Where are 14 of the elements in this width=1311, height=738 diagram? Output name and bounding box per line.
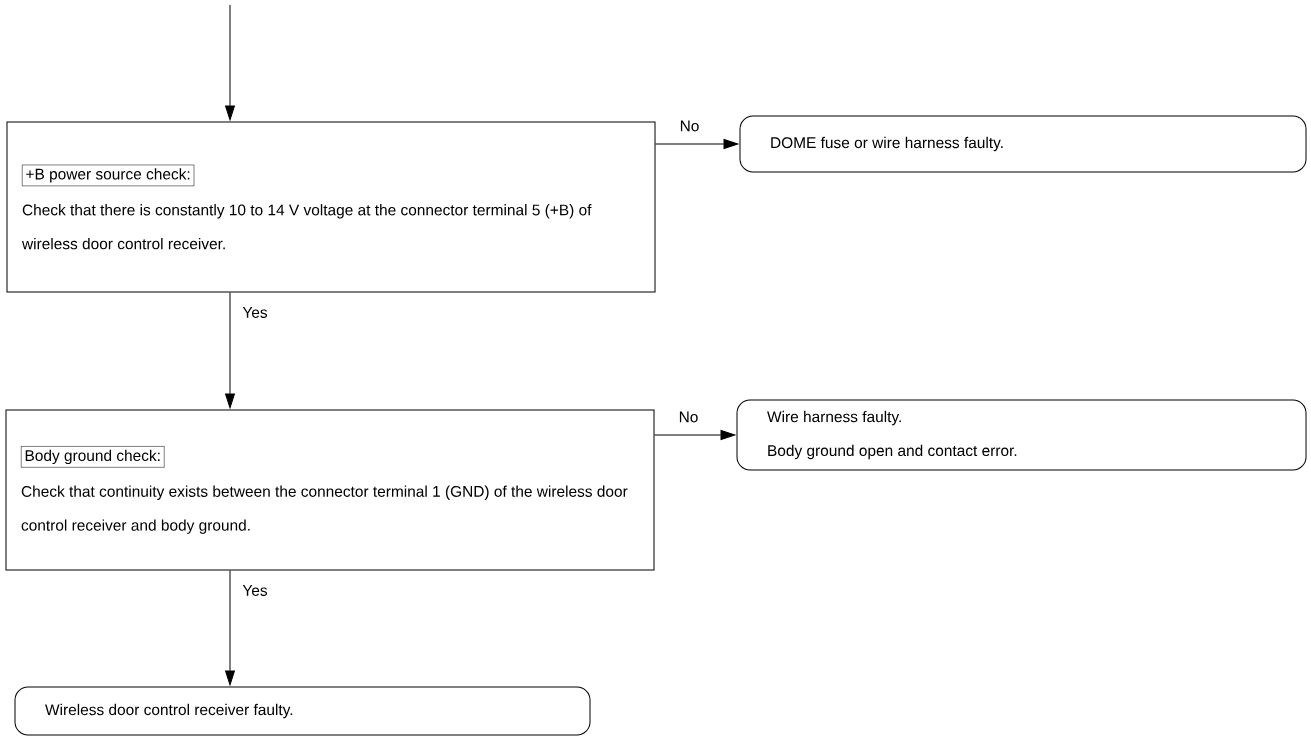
edge-label: Yes [241,584,269,597]
check-box: +B power source check: Check that there is constantly 10 to 14 V voltage at the connector terminal 5 (+B) of wireless door control receiver. [6,121,656,293]
arrow [225,292,235,409]
edge-label: No [678,119,701,133]
result-box: Wire harness faulty. Body ground open and contact error. [736,399,1307,471]
arrow [655,139,739,149]
edge-label: No [677,410,700,424]
result-box: DOME fuse or wire harness faulty. [739,115,1307,173]
arrow [225,570,235,686]
check-box: Body ground check: Check that continuity exists between the connector terminal 1 (GND) of the wireless door control receiver and body ground. [5,409,655,571]
edge-label: Yes [241,306,269,319]
result-box: Wireless door control receiver faulty. [14,686,591,736]
arrow [654,430,736,440]
arrow [225,4,235,121]
